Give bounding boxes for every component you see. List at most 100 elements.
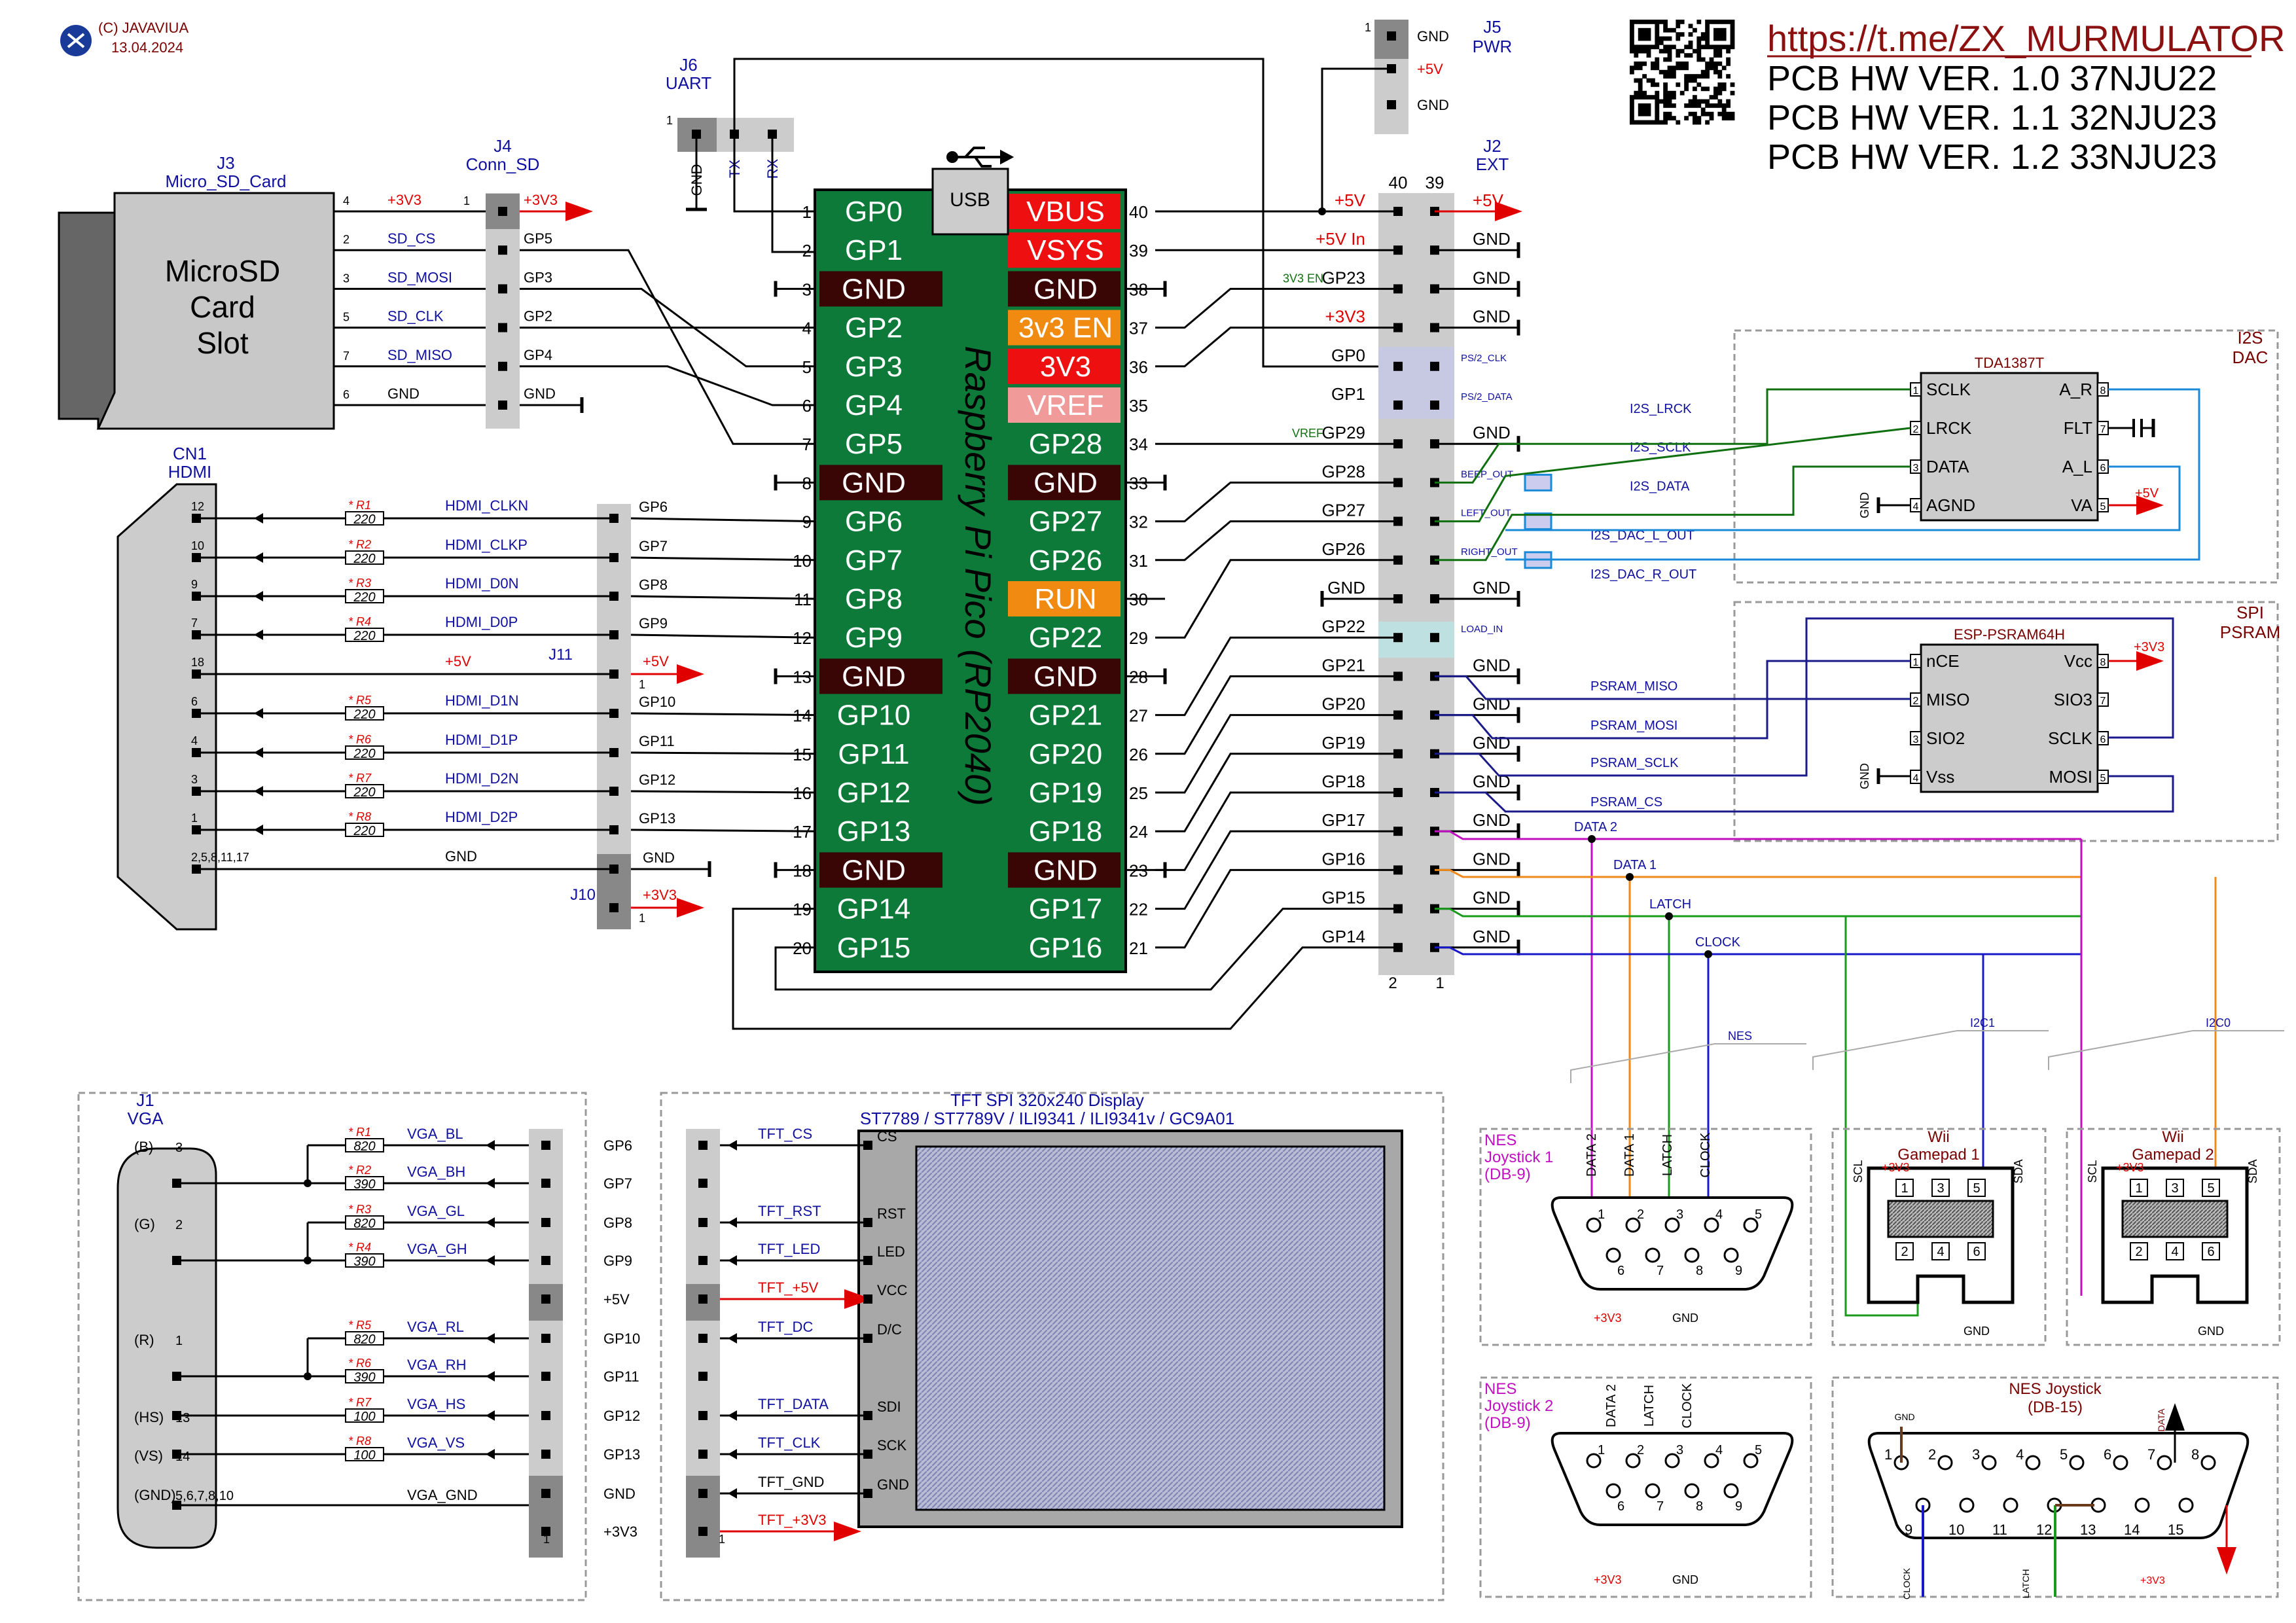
dac-pin-num: 5 — [2100, 501, 2106, 512]
tft-header-pin — [698, 1334, 708, 1343]
ext-right-label: GND — [1473, 849, 1511, 868]
qr-cell — [1630, 120, 1634, 125]
qr-cell — [1663, 95, 1668, 99]
qr-cell — [1717, 82, 1723, 87]
qr-cell — [1676, 24, 1681, 29]
qr-cell — [1709, 65, 1714, 71]
db9-pin — [1704, 1217, 1719, 1233]
dac-aright-wire — [1505, 388, 2200, 561]
qr-cell — [1659, 99, 1664, 104]
qr-cell — [1659, 48, 1664, 54]
ext-right-label: GND — [1473, 888, 1511, 908]
ext-pin-right — [1430, 361, 1439, 371]
j10-ref: J10 — [570, 886, 596, 904]
vga-signal-label: VGA_RL — [407, 1319, 464, 1335]
vga-signal-label: VGA_GH — [407, 1241, 467, 1257]
hdmi-to-pico — [630, 712, 816, 717]
psram-net-sclk: PSRAM_SCLK — [1590, 756, 1679, 770]
qr-cell — [1630, 32, 1634, 37]
vga-header-pin — [541, 1450, 550, 1459]
telegram-url[interactable]: https://t.me/ZX_MURMULATOR — [1767, 18, 2285, 59]
qr-cell — [1630, 99, 1634, 104]
j4-pin1-num: 1 — [463, 194, 470, 207]
qr-cell — [1705, 41, 1710, 45]
vga-conn-pin — [172, 1256, 181, 1265]
sd-pin-number: 2 — [343, 233, 350, 246]
ext-right-label: GND — [1473, 694, 1511, 714]
qr-cell — [1721, 82, 1727, 87]
db9-pin-num: 8 — [1696, 1499, 1703, 1514]
tft-arrowhead — [728, 1410, 737, 1421]
pico-pin-number-right: 21 — [1129, 938, 1148, 958]
db15-pin — [2025, 1455, 2041, 1471]
vga-header-pin — [541, 1527, 550, 1536]
logo-mark — [67, 33, 85, 48]
db9-pin-num: 1 — [1598, 1207, 1605, 1222]
psram-pin-label: MOSI — [2049, 767, 2092, 787]
tft-pin-label: SCK — [877, 1437, 907, 1454]
pico-pin-bg — [819, 465, 942, 501]
qr-cell — [1634, 48, 1639, 54]
wii-pin-num: 4 — [1937, 1245, 1944, 1259]
qr-cell — [1642, 90, 1647, 96]
gp14-wire — [732, 908, 1398, 1030]
qr-cell — [1646, 45, 1651, 50]
wii-pin-num: 1 — [2135, 1181, 2142, 1196]
qr-cell — [1646, 48, 1651, 54]
tft-signal-label: TFT_CLK — [758, 1435, 821, 1451]
dac-title-2: DAC — [2233, 348, 2269, 367]
ext-left-label: GP29 — [1322, 423, 1366, 442]
qr-cell — [1717, 48, 1723, 54]
hdmi-resistor-ref: * R4 — [348, 615, 371, 628]
qr-cell — [1638, 48, 1643, 54]
qr-cell — [1651, 65, 1655, 71]
qr-cell — [1726, 20, 1731, 24]
qr-cell — [1713, 95, 1718, 99]
hdmi-header-pin — [609, 669, 619, 679]
psram-pin-num: 1 — [1913, 657, 1919, 668]
pico-pin-bg — [1008, 310, 1121, 346]
qr-cell — [1642, 111, 1647, 116]
vga-resistor-value: 100 — [353, 1448, 375, 1463]
vga-gp-label: +5V — [603, 1291, 630, 1308]
uart-ref: J6 — [679, 55, 697, 75]
psram-pin-label: SCLK — [2048, 728, 2093, 748]
ext-right-label: GND — [1473, 268, 1511, 287]
wii-contacts — [2121, 1200, 2229, 1238]
tft-pin — [863, 1294, 872, 1304]
vga-arrowhead — [486, 1333, 495, 1344]
qr-cell — [1655, 99, 1660, 104]
qr-cell — [1634, 120, 1639, 125]
vga-gp-label: GP11 — [603, 1368, 639, 1385]
vga-resistor-ref: * R4 — [348, 1241, 371, 1254]
ext-left-label: GP20 — [1322, 694, 1366, 714]
psram-pin-label: Vcc — [2064, 651, 2092, 671]
nes2-title: Joystick 2 — [1484, 1397, 1553, 1415]
db9-pin — [1625, 1453, 1641, 1469]
ext-header — [1378, 193, 1454, 975]
vga-gp-label: GP10 — [603, 1330, 640, 1347]
qr-cell — [1726, 57, 1731, 62]
uart-rx-wire — [771, 134, 815, 253]
qr-cell — [1726, 74, 1731, 79]
db15-latch: LATCH — [2020, 1569, 2031, 1599]
qr-cell — [1676, 36, 1681, 41]
hdmi-resistor-ref: * R1 — [348, 499, 371, 512]
nes15-frame — [1831, 1376, 2279, 1598]
wii-pin-num: 3 — [2171, 1181, 2178, 1196]
qr-cell — [1676, 82, 1681, 87]
vga-signal-label: VGA_HS — [407, 1396, 465, 1412]
tft-pin — [863, 1411, 872, 1420]
sd-signal-label: SD_MOSI — [387, 269, 452, 285]
pico-pin-label-right: GP17 — [1029, 893, 1103, 925]
qr-cell — [1630, 24, 1634, 29]
qr-cell — [1696, 45, 1702, 50]
qr-cell — [1717, 45, 1723, 50]
dac-net-data: I2S_DATA — [1630, 479, 1690, 493]
hdmi-pin-number: 18 — [191, 656, 204, 669]
j11-ref: J11 — [548, 646, 573, 664]
db9-pin-num: 5 — [1755, 1443, 1762, 1457]
